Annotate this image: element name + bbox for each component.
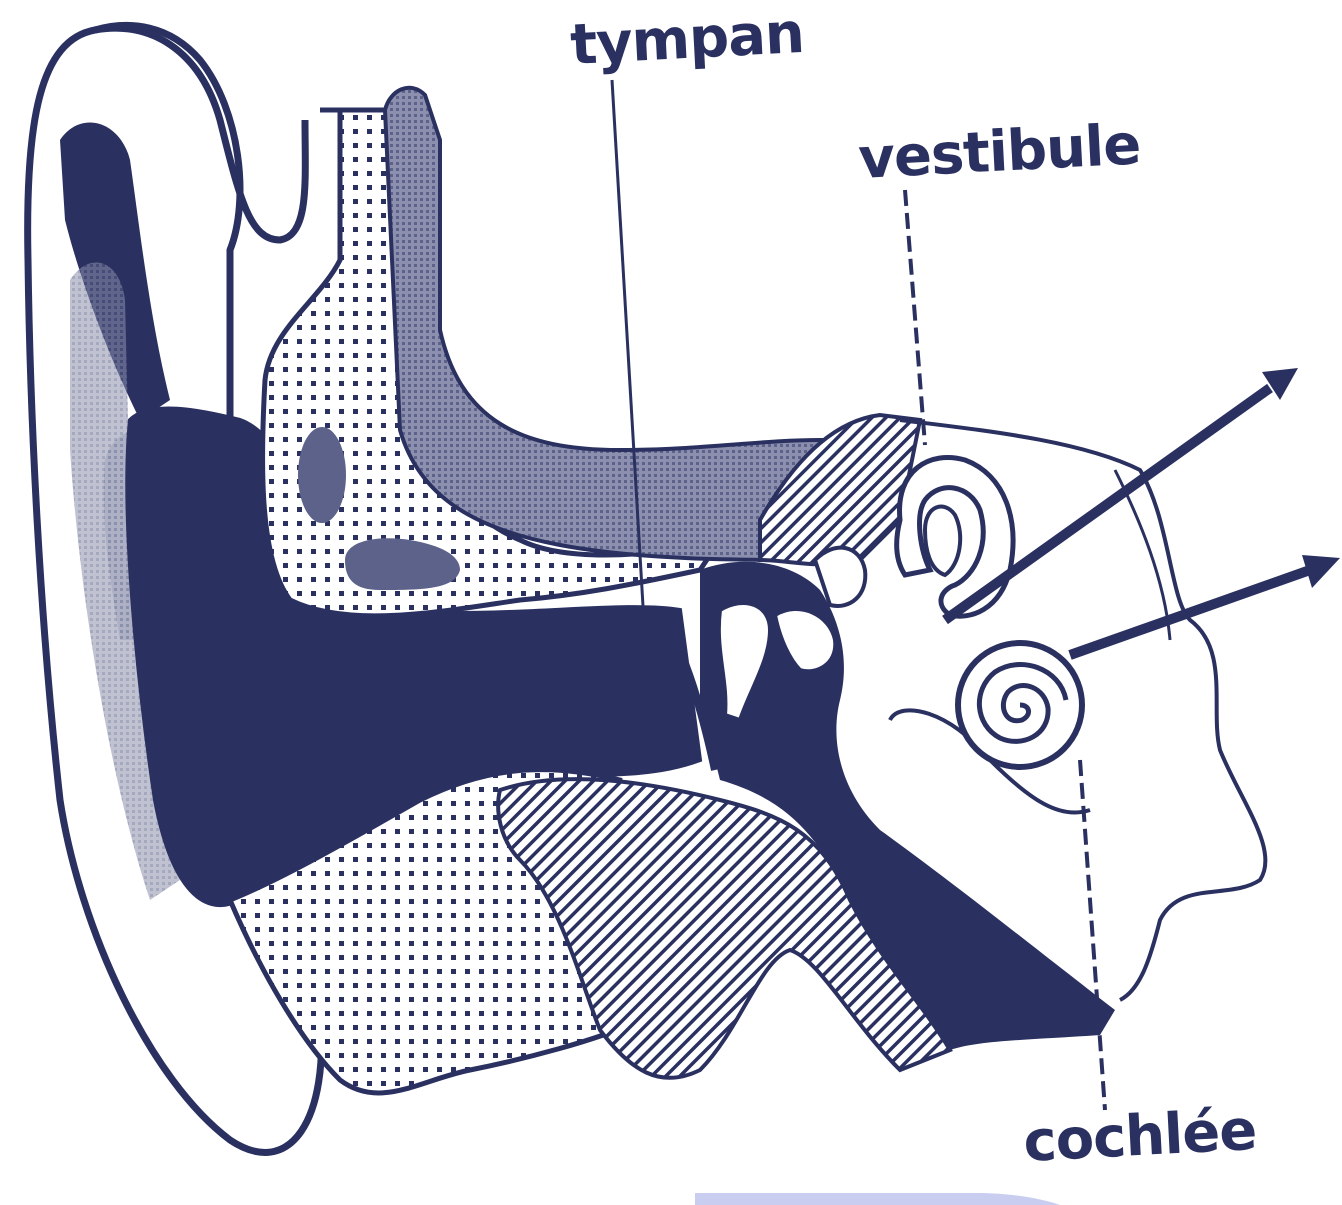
vestibule-inner <box>925 507 960 575</box>
label-tympan: tympan <box>569 6 805 74</box>
arrow-cochlea-head <box>1302 555 1340 588</box>
arrow-cochlea-shaft <box>1070 570 1310 655</box>
leader-cochlee <box>1080 760 1105 1110</box>
leader-vestibule <box>905 190 925 445</box>
air-cell-upper <box>298 427 346 523</box>
label-cochlee: cochlée <box>1022 1103 1258 1171</box>
label-vestibule: vestibule <box>857 117 1141 188</box>
highlight-band <box>695 1193 1060 1205</box>
